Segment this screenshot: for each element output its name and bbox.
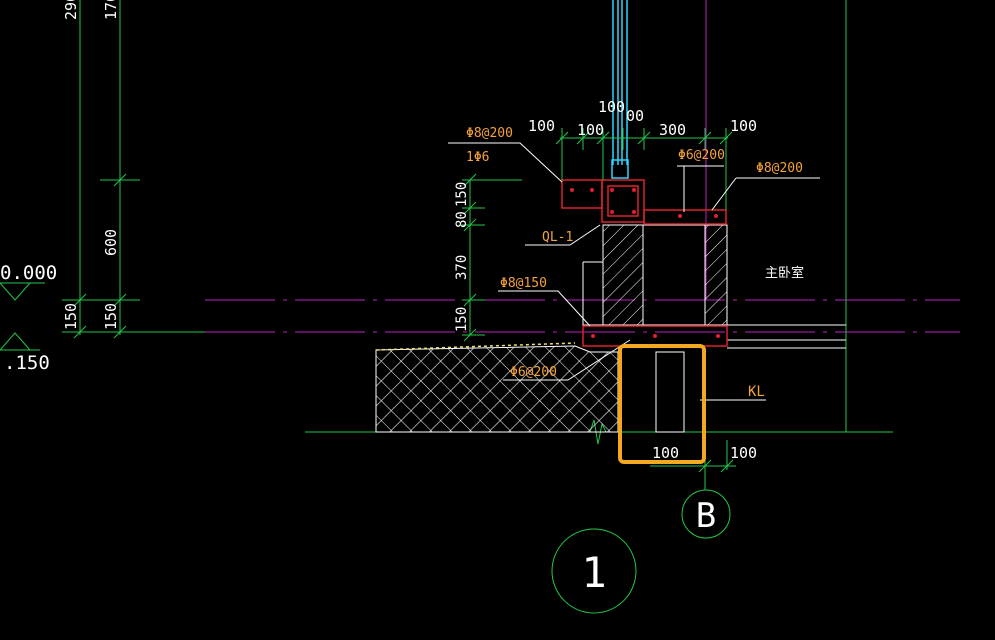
wall-section: [582, 224, 846, 349]
level-label-top: 0.000: [0, 262, 57, 284]
room-label: 主卧室: [765, 265, 804, 281]
beam-label: QL-1: [542, 230, 573, 245]
window-frame: [611, 0, 629, 179]
left-dim-low-b: 150: [102, 303, 120, 330]
top-dim-5: 100: [730, 117, 757, 135]
top-dim-4: 300: [659, 121, 686, 139]
vert-dim-2: 80: [454, 211, 470, 228]
left-dim-top-b: 170: [102, 0, 120, 20]
rebar-label-3: Φ6@200: [678, 148, 725, 163]
top-dimension-chain: [555, 128, 733, 210]
rebar-dots: [570, 188, 720, 338]
kl-label: KL: [748, 384, 765, 400]
top-dim-3b: 00: [626, 107, 644, 125]
detail-number: 1: [581, 548, 606, 597]
leader-lines: [448, 142, 820, 401]
rebar-label-5: Φ8@150: [500, 276, 547, 291]
axis-bubble: [681, 489, 731, 539]
top-dim-1: 100: [528, 117, 555, 135]
soil-fill: [375, 342, 619, 433]
bottom-dim-1: 100: [652, 444, 679, 462]
rebar-label-2: 1Φ6: [466, 150, 489, 165]
vertical-dimension-chain: [462, 173, 522, 342]
left-dimension-chain: [62, 0, 210, 339]
level-label-bottom: .150: [4, 352, 50, 374]
rebar-label-6: Φ6@200: [510, 365, 557, 380]
rebar-label-4: Φ8@200: [756, 161, 803, 176]
left-dim-low-a: 150: [62, 303, 80, 330]
highlight-box[interactable]: [618, 344, 706, 464]
left-dim-mid: 600: [102, 229, 120, 256]
level-mark-top: [0, 282, 45, 301]
left-dim-top-a: 290: [62, 0, 80, 20]
bottom-dim-2: 100: [730, 444, 757, 462]
vert-dim-5: 150: [454, 307, 470, 332]
detail-bubble: [551, 528, 637, 614]
rebar-label-1: Φ8@200: [466, 126, 513, 141]
axis-bubble-label: B: [696, 496, 716, 536]
vert-dim-1: 150: [454, 182, 470, 207]
level-mark-bottom: [0, 332, 40, 351]
vert-dim-4: 370: [454, 255, 470, 280]
ring-beam: [561, 179, 728, 347]
top-dim-3: 100: [598, 98, 625, 116]
kl-column: [655, 351, 685, 433]
top-dim-2: 100: [577, 121, 604, 139]
